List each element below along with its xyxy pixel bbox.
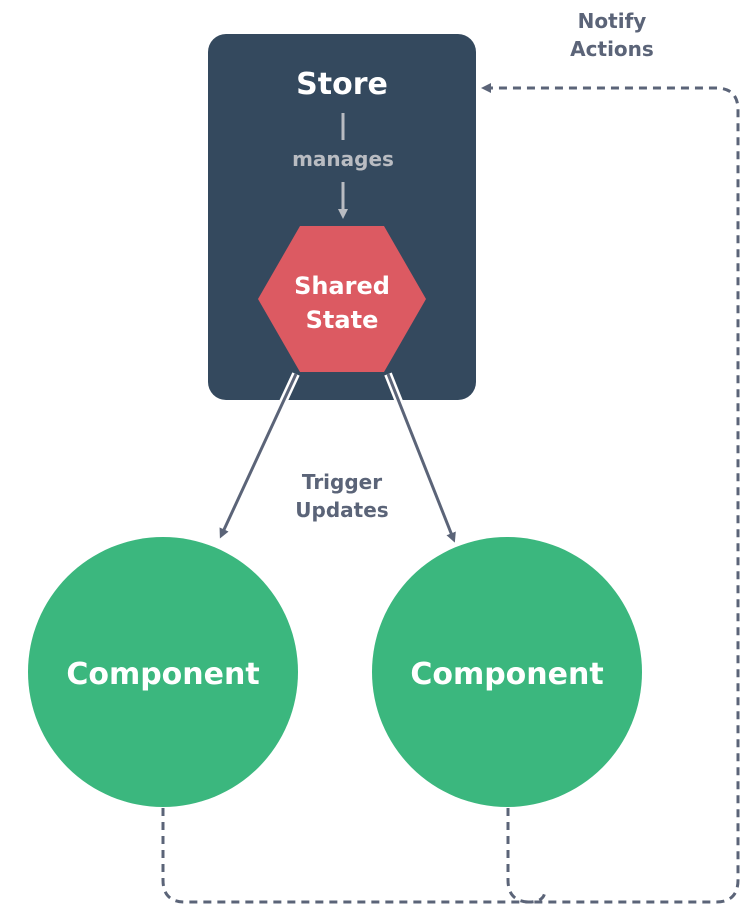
component-label-left: Component — [66, 657, 259, 692]
shared-state-hexagon — [258, 226, 426, 372]
trigger-arrow-left — [219, 373, 298, 539]
store-title: Store — [296, 67, 388, 102]
component-label-right: Component — [410, 657, 603, 692]
shared-state-line2: State — [306, 306, 379, 334]
manages-label: manages — [292, 147, 394, 171]
notify-path-right — [481, 83, 740, 904]
trigger-updates-line1: Trigger — [302, 470, 382, 494]
notify-actions-line1: Notify — [578, 9, 647, 33]
trigger-updates-line2: Updates — [295, 498, 388, 522]
component-circle-left — [28, 537, 298, 807]
notify-actions-line2: Actions — [570, 37, 654, 61]
trigger-arrow-right — [386, 373, 456, 543]
notify-path-left — [161, 808, 547, 904]
shared-state-line1: Shared — [294, 272, 390, 300]
component-circle-right — [372, 537, 642, 807]
